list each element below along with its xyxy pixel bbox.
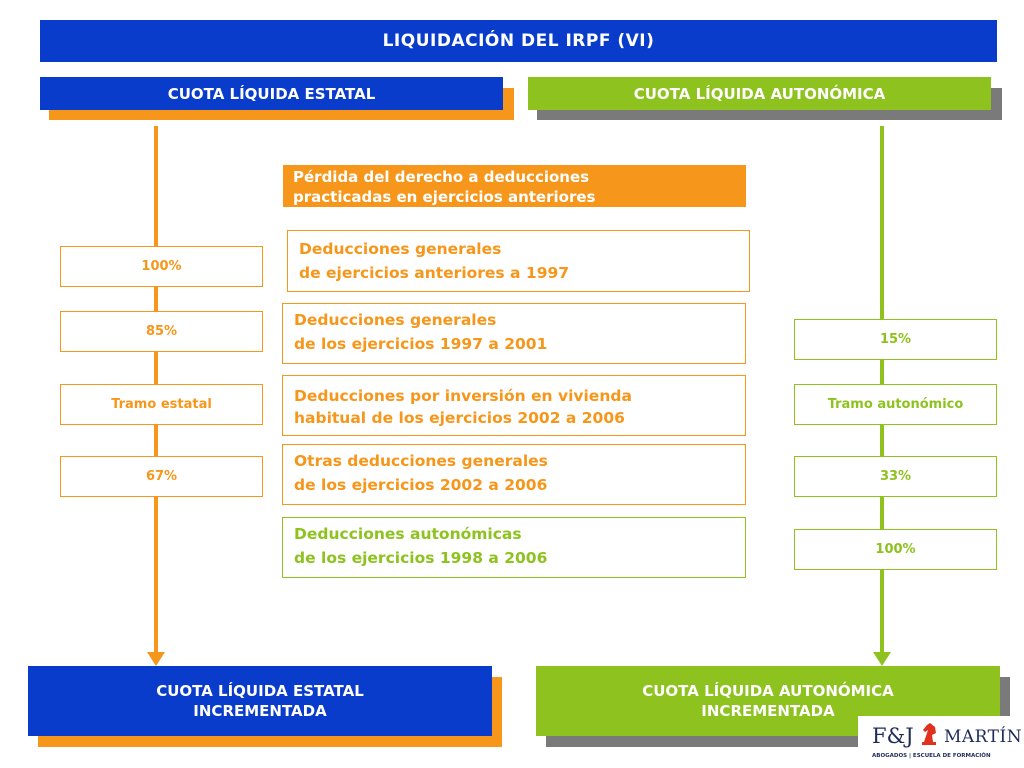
- deduction-line-1: Deducciones generales: [299, 240, 502, 258]
- right-box-100: 100%: [794, 529, 997, 570]
- deduction-line-1: Otras deducciones generales: [294, 452, 548, 470]
- loss-line-1: Pérdida del derecho a deducciones: [293, 168, 590, 186]
- left-result-line-1: CUOTA LÍQUIDA ESTATAL: [156, 682, 364, 700]
- logo-brand: F&J: [872, 724, 914, 748]
- deduction-line-1: Deducciones por inversión en vivienda: [294, 387, 632, 405]
- deduction-line-2: de los ejercicios 1998 a 2006: [294, 549, 548, 567]
- left-box-67: 67%: [60, 456, 263, 497]
- logo-tagline: ABOGADOS | ESCUELA DE FORMACIÓN: [872, 753, 991, 759]
- left-box-85: 85%: [60, 311, 263, 352]
- left-result-line-2: INCREMENTADA: [193, 702, 327, 720]
- deduction-line-2: de ejercicios anteriores a 1997: [299, 264, 570, 282]
- deduction-box-autonomicas: Deducciones autonómicas de los ejercicio…: [282, 517, 746, 578]
- loss-line-2: practicadas en ejercicios anteriores: [293, 188, 596, 206]
- logo-name: MARTÍN: [944, 727, 1023, 747]
- deduction-line-2: de los ejercicios 1997 a 2001: [294, 335, 548, 353]
- deduction-box-1997-2001: Deducciones generales de los ejercicios …: [282, 303, 746, 364]
- company-logo: F&J MARTÍN ABOGADOS | ESCUELA DE FORMACI…: [858, 716, 1024, 768]
- loss-of-right-box: Pérdida del derecho a deducciones practi…: [283, 165, 746, 207]
- left-result: CUOTA LÍQUIDA ESTATAL INCREMENTADA: [28, 666, 492, 736]
- deduction-box-vivienda: Deducciones por inversión en vivienda ha…: [282, 375, 746, 436]
- page-title: LIQUIDACIÓN DEL IRPF (VI): [40, 20, 997, 62]
- right-result-line-1: CUOTA LÍQUIDA AUTONÓMICA: [642, 682, 894, 700]
- deduction-line-1: Deducciones autonómicas: [294, 525, 522, 543]
- deduction-box-otras: Otras deducciones generales de los ejerc…: [282, 444, 746, 505]
- right-box-15: 15%: [794, 319, 997, 360]
- right-arrow-icon: [873, 652, 891, 666]
- right-header: CUOTA LÍQUIDA AUTONÓMICA: [528, 77, 991, 110]
- right-result-line-2: INCREMENTADA: [701, 702, 835, 720]
- left-box-tramo-estatal: Tramo estatal: [60, 384, 263, 425]
- deduction-box-pre-1997: Deducciones generales de ejercicios ante…: [287, 230, 750, 292]
- right-box-33: 33%: [794, 456, 997, 497]
- chess-knight-icon: [922, 723, 936, 745]
- deduction-line-1: Deducciones generales: [294, 311, 497, 329]
- left-arrow-icon: [147, 652, 165, 666]
- left-header: CUOTA LÍQUIDA ESTATAL: [40, 77, 503, 110]
- right-box-tramo-autonomico: Tramo autonómico: [794, 384, 997, 425]
- deduction-line-2: habitual de los ejercicios 2002 a 2006: [294, 409, 625, 427]
- left-box-100: 100%: [60, 246, 263, 287]
- deduction-line-2: de los ejercicios 2002 a 2006: [294, 476, 548, 494]
